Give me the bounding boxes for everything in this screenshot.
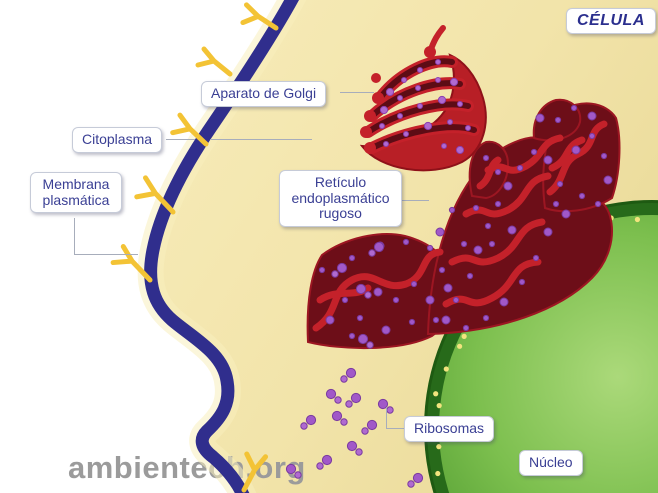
connector-golgi: [340, 92, 374, 93]
er-ribosome-dots: [318, 104, 613, 340]
label-citoplasma: Citoplasma: [72, 127, 163, 153]
free-ribosomes: [285, 241, 424, 488]
connector-citoplasma-b: [210, 139, 312, 140]
label-membrana-plasmatica: Membrana plasmática: [30, 172, 122, 214]
connector-reticulo: [401, 200, 429, 201]
connector-membrana-h: [74, 254, 138, 255]
golgi-apparatus: [359, 25, 487, 172]
plasma-membrane: [144, 0, 300, 493]
membrane-receptors: [110, 2, 279, 493]
connector-citoplasma-a: [166, 139, 195, 140]
watermark-text: ambientech.org: [68, 450, 306, 485]
label-reticulo-endoplasmatico: Retículo endoplasmático rugoso: [279, 170, 402, 228]
label-nucleo: Núcleo: [519, 450, 583, 476]
golgi-ribosome-dots: [379, 59, 471, 155]
label-aparato-de-golgi: Aparato de Golgi: [201, 81, 327, 107]
connector-ribosomas-h: [386, 428, 404, 429]
label-ribosomas: Ribosomas: [404, 416, 495, 442]
connector-membrana-v: [74, 218, 75, 254]
diagram-title: CÉLULA: [566, 8, 656, 34]
connector-ribosomas-v: [386, 407, 387, 429]
rough-er: [306, 98, 621, 350]
